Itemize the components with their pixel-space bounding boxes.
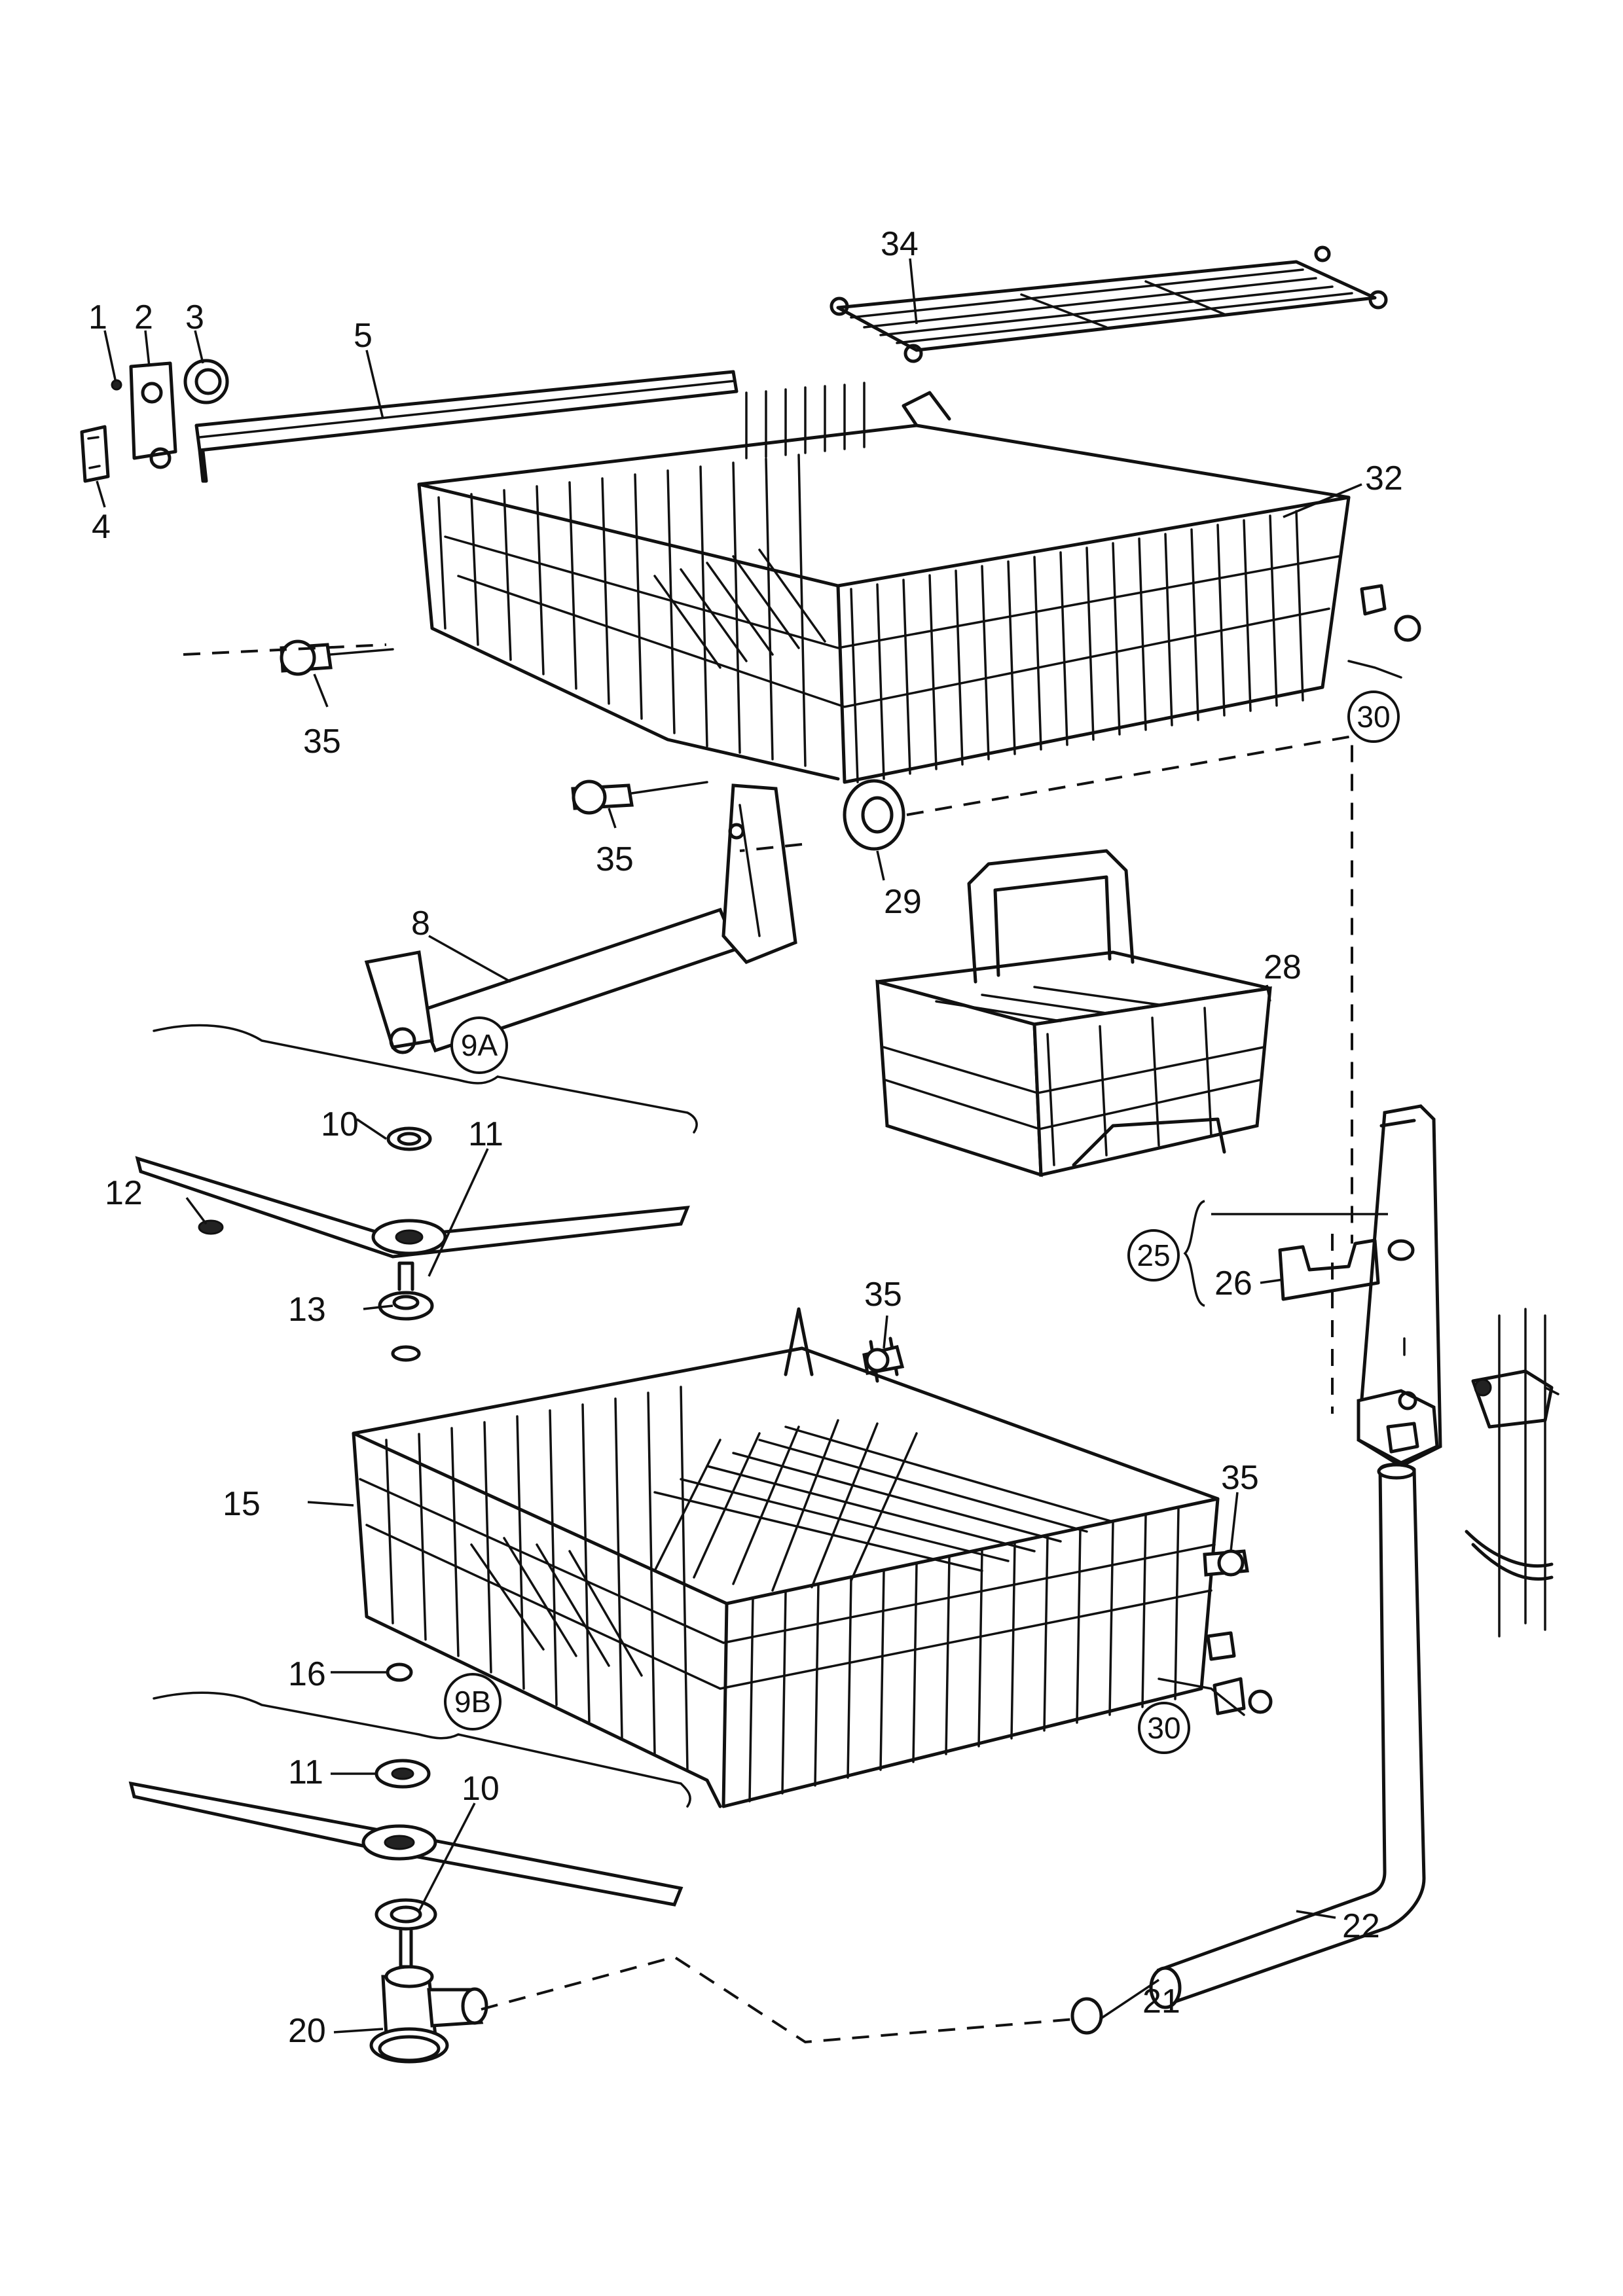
bracket-26 — [1278, 1238, 1380, 1301]
rack-shelf-34 — [830, 245, 1388, 363]
label-part-8: 8 — [411, 905, 430, 942]
label-part-15: 15 — [223, 1485, 261, 1523]
label-part-28: 28 — [1264, 948, 1302, 986]
lower-rack-15 — [352, 1307, 1273, 1808]
label-part-10a: 10 — [321, 1105, 359, 1143]
label-part-35d: 35 — [1221, 1459, 1259, 1497]
label-part-3: 3 — [185, 298, 204, 336]
rack-roller-hardware-1-4 — [80, 359, 229, 483]
label-part-4: 4 — [92, 508, 111, 546]
label-part-1: 1 — [88, 298, 107, 336]
upper-spray-arm-9A — [135, 1024, 698, 1362]
label-part-16: 16 — [288, 1655, 326, 1693]
water-feed-column-25 — [1357, 1104, 1442, 1468]
label-part-20: 20 — [288, 2012, 326, 2050]
label-part-11b: 11 — [288, 1753, 323, 1791]
circled-label-30-upper: 30 — [1347, 691, 1400, 743]
label-part-21: 21 — [1142, 1982, 1180, 2020]
pipe-seal-21 — [1070, 1997, 1103, 2035]
label-part-35c: 35 — [864, 1276, 902, 1314]
label-part-22: 22 — [1342, 1907, 1380, 1945]
spray-arm-hub-20 — [369, 1929, 488, 2064]
svg-text:25: 25 — [1137, 1238, 1170, 1272]
label-part-10b: 10 — [462, 1770, 500, 1808]
rack-stop-bolt-35-middle — [571, 780, 708, 815]
rack-wheel-29 — [843, 779, 905, 851]
rack-rail-5 — [194, 370, 739, 483]
svg-text:9A: 9A — [461, 1028, 498, 1062]
rack-stop-bolt-35-upper-left — [280, 639, 394, 676]
label-part-32: 32 — [1365, 459, 1403, 497]
cutlery-basket-28 — [875, 849, 1272, 1177]
dashed-assembly-lines — [183, 643, 1353, 2044]
label-part-2: 2 — [134, 298, 153, 336]
svg-text:30: 30 — [1147, 1711, 1180, 1745]
svg-text:9B: 9B — [454, 1685, 491, 1719]
label-part-26: 26 — [1214, 1265, 1252, 1302]
circled-label-30-lower: 30 — [1138, 1702, 1190, 1754]
circled-label-9B: 9B — [444, 1673, 501, 1731]
spray-arm-feed-tube-8 — [364, 783, 797, 1054]
svg-text:30: 30 — [1357, 700, 1390, 734]
upper-rack-32 — [417, 382, 1421, 784]
label-part-35a: 35 — [303, 723, 341, 761]
label-part-35b: 35 — [596, 840, 634, 878]
label-part-34: 34 — [881, 225, 919, 263]
leader-lines — [96, 258, 1389, 2034]
circled-label-9A: 9A — [450, 1016, 508, 1074]
label-part-12: 12 — [105, 1174, 143, 1212]
label-part-5: 5 — [354, 317, 373, 355]
rack-stop-bolt-35-lower-right — [1203, 1549, 1249, 1577]
label-part-13: 13 — [288, 1291, 326, 1329]
label-part-29: 29 — [884, 883, 922, 921]
label-part-11a: 11 — [468, 1115, 503, 1153]
lower-spray-arm-9B — [128, 1662, 691, 1931]
tank-wall-detail — [1465, 1308, 1559, 1638]
rack-stop-bolt-35-lower-top — [862, 1345, 905, 1375]
feed-pipe-22 — [1149, 1463, 1426, 2009]
circled-label-25: 25 — [1127, 1200, 1205, 1307]
